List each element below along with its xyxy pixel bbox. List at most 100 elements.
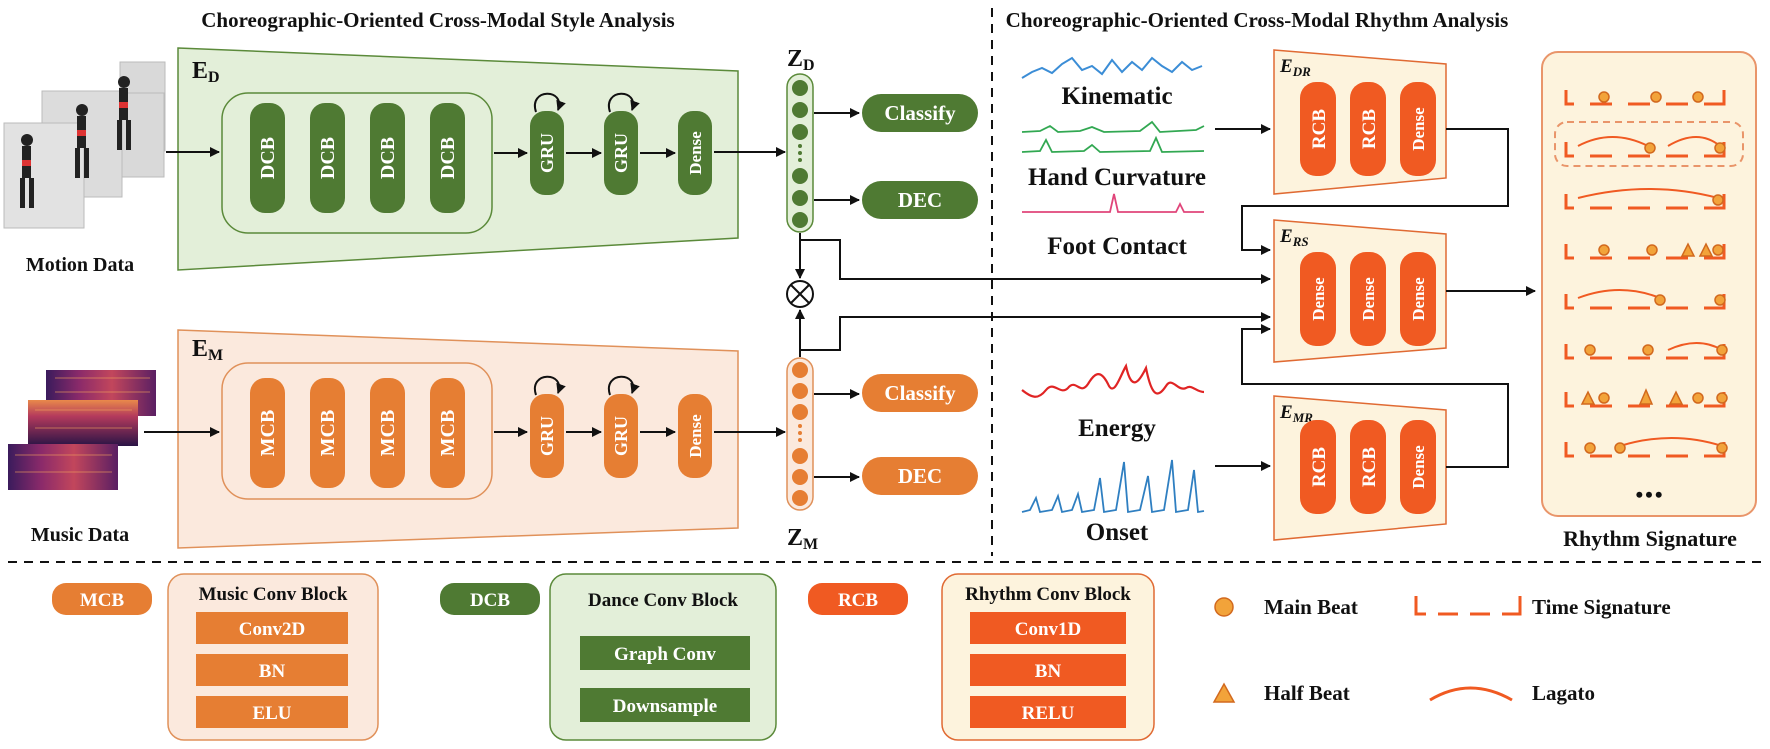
mcb-block bbox=[250, 378, 285, 488]
legend-mcb-layer: BN bbox=[259, 661, 286, 682]
kinematic-waveform bbox=[1021, 56, 1203, 79]
music-classify-label: Classify bbox=[884, 381, 956, 405]
mcb-label: MCB bbox=[437, 410, 459, 457]
highlighted-pattern bbox=[1554, 121, 1744, 167]
music-dec-box bbox=[862, 457, 978, 495]
svg-text:EDR: EDR bbox=[1279, 56, 1311, 79]
music-conv-group bbox=[221, 362, 493, 500]
legend-mcb-tag bbox=[52, 583, 152, 615]
music-mcb-blocks: MCB MCB MCB MCB bbox=[250, 378, 465, 488]
legend-dcb-layer: Downsample bbox=[613, 696, 718, 717]
main-beat-label: Main Beat bbox=[1264, 595, 1358, 619]
dance-dec-box bbox=[862, 181, 978, 219]
dance-dense-block bbox=[678, 111, 712, 195]
dance-classify-label: Classify bbox=[884, 101, 956, 125]
dance-classify-box bbox=[862, 94, 978, 132]
dance-encoder-label: ED bbox=[192, 58, 220, 86]
legend-dcb-layer: Graph Conv bbox=[614, 644, 716, 665]
fusion-multiply-icon bbox=[786, 280, 814, 308]
rhythm-section-title: Choreographic-Oriented Cross-Modal Rhyth… bbox=[1006, 8, 1509, 32]
half-beat-icon bbox=[1212, 682, 1236, 703]
rhythm-signature-ellipsis: ••• bbox=[1635, 482, 1664, 507]
dcb-label: DCB bbox=[257, 137, 279, 179]
style-section-title: Choreographic-Oriented Cross-Modal Style… bbox=[201, 8, 674, 32]
onset-waveform bbox=[1021, 459, 1205, 514]
music-data-image bbox=[8, 370, 156, 490]
mcb-block bbox=[370, 378, 405, 488]
legend-dcb-tag-label: DCB bbox=[470, 590, 510, 611]
legend-rcb-tag-label: RCB bbox=[838, 590, 878, 611]
dcb-label: DCB bbox=[317, 137, 339, 179]
music-dense-label: Dense bbox=[686, 414, 705, 458]
music-dense-block bbox=[678, 394, 712, 478]
legend-dcb-title: Dance Conv Block bbox=[588, 590, 738, 611]
time-signature-label: Time Signature bbox=[1532, 595, 1671, 619]
energy-waveform bbox=[1021, 363, 1205, 398]
motion-data-label: Motion Data bbox=[26, 254, 134, 276]
rcb-label: RCB bbox=[1309, 109, 1330, 149]
legend-mcb-layer: Conv2D bbox=[239, 619, 306, 640]
legato-label: Lagato bbox=[1532, 681, 1595, 705]
dance-dec-label: DEC bbox=[898, 188, 942, 212]
z-music-label: ZM bbox=[787, 525, 818, 553]
dense-label: Dense bbox=[1359, 277, 1378, 321]
motion-data-image bbox=[3, 61, 166, 229]
legend-mcb-layer: ELU bbox=[252, 703, 291, 724]
mcb-block bbox=[430, 378, 465, 488]
music-encoder-label: EM bbox=[192, 336, 223, 364]
rcb-label: RCB bbox=[1359, 109, 1380, 149]
dance-dcb-blocks: DCB DCB DCB DCB bbox=[250, 103, 465, 213]
dance-dense-label: Dense bbox=[686, 131, 705, 175]
foot-contact-label: Foot Contact bbox=[1047, 233, 1187, 260]
mcb-block bbox=[310, 378, 345, 488]
dense-label: Dense bbox=[1409, 445, 1428, 489]
legend-mcb-tag-label: MCB bbox=[80, 590, 125, 611]
gru-block bbox=[604, 394, 638, 478]
encoder-rs: ERS Dense Dense Dense bbox=[1273, 219, 1447, 363]
dcb-block bbox=[370, 103, 405, 213]
svg-text:ERS: ERS bbox=[1279, 226, 1309, 249]
legend-rcb-layer: Conv1D bbox=[1015, 619, 1082, 640]
dcb-label: DCB bbox=[377, 137, 399, 179]
dcb-block bbox=[250, 103, 285, 213]
hand-curvature-label: Hand Curvature bbox=[1028, 164, 1206, 191]
rhythm-patterns bbox=[1564, 90, 1726, 458]
gru-block bbox=[604, 111, 638, 195]
mcb-label: MCB bbox=[317, 410, 339, 457]
encoder-dr: EDR RCB RCB Dense bbox=[1273, 49, 1447, 195]
music-classify-box bbox=[862, 374, 978, 412]
gru-block bbox=[530, 394, 564, 478]
music-data-label: Music Data bbox=[31, 524, 129, 546]
legend-rcb-layer: BN bbox=[1035, 661, 1062, 682]
fusion-connectors bbox=[795, 233, 1271, 357]
onset-label: Onset bbox=[1086, 519, 1149, 546]
kinematic-label: Kinematic bbox=[1061, 83, 1172, 110]
half-beat-label: Half Beat bbox=[1264, 681, 1350, 705]
gru-block bbox=[530, 111, 564, 195]
encoder-mr: EMR RCB RCB Dense bbox=[1273, 395, 1447, 541]
rhythm-signature-label: Rhythm Signature bbox=[1563, 526, 1737, 551]
energy-label: Energy bbox=[1078, 415, 1156, 442]
mcb-label: MCB bbox=[377, 410, 399, 457]
legend-mcb-title: Music Conv Block bbox=[199, 584, 348, 605]
gru-label: GRU bbox=[611, 416, 631, 456]
dense-label: Dense bbox=[1409, 277, 1428, 321]
foot-contact-waveform bbox=[1022, 193, 1204, 213]
legend-rcb-layer: RELU bbox=[1022, 703, 1075, 724]
mcb-label: MCB bbox=[257, 410, 279, 457]
rcb-label: RCB bbox=[1309, 447, 1330, 487]
dcb-label: DCB bbox=[437, 137, 459, 179]
gru-label: GRU bbox=[537, 416, 557, 456]
legend-rcb-title: Rhythm Conv Block bbox=[965, 584, 1131, 605]
legato-icon bbox=[1429, 686, 1513, 702]
time-signature-icon bbox=[1414, 596, 1522, 616]
gru-label: GRU bbox=[537, 133, 557, 173]
dense-label: Dense bbox=[1309, 277, 1328, 321]
music-gru-blocks: GRU GRU bbox=[530, 375, 640, 478]
dcb-block bbox=[310, 103, 345, 213]
main-beat-icon bbox=[1214, 597, 1234, 617]
rcb-label: RCB bbox=[1359, 447, 1380, 487]
music-dec-label: DEC bbox=[898, 464, 942, 488]
dense-label: Dense bbox=[1409, 107, 1428, 151]
